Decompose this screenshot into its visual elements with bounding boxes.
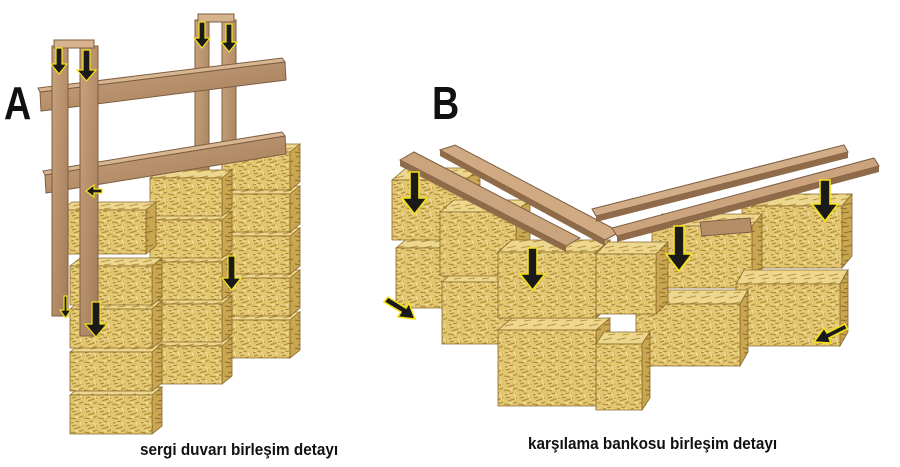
bale-side	[221, 295, 233, 343]
figure-label-a: A	[4, 77, 32, 129]
bale-side	[151, 257, 163, 306]
arrow-left-icon	[85, 183, 103, 199]
front-stud-cap	[53, 39, 95, 49]
straw-bale	[68, 386, 164, 435]
horizontal-rails-a	[37, 57, 287, 194]
bale-front	[69, 351, 153, 392]
arrow-down-icon	[220, 255, 243, 291]
bale-top	[595, 331, 651, 345]
bale-top	[735, 269, 849, 285]
arrow-down-icon	[83, 301, 109, 338]
arrow-down-icon	[810, 179, 840, 223]
bale-side	[151, 386, 163, 435]
wall-assembly-a	[37, 13, 302, 435]
front-stud-1	[51, 45, 69, 317]
bale-side	[289, 311, 301, 359]
bale-front	[149, 219, 223, 259]
arrow-down-icon	[400, 171, 429, 216]
corner-block	[699, 217, 753, 237]
bale-top	[496, 317, 612, 331]
bale-side	[221, 169, 233, 217]
top-board-right-1-edge	[596, 152, 848, 222]
arrow-diagonal-icon	[382, 295, 417, 320]
arrow-down-icon	[664, 225, 694, 273]
bale-side	[641, 330, 651, 412]
arrow-down-icon	[75, 49, 98, 82]
arrow-down-icon	[219, 23, 239, 53]
straw-bale	[148, 169, 234, 217]
straw-bale	[148, 211, 234, 259]
bale-top	[60, 201, 158, 211]
figure-label-b: B	[432, 77, 460, 129]
bale-side	[151, 343, 163, 392]
bale-side	[221, 211, 233, 259]
straw-bale	[496, 239, 612, 319]
arrow-down-icon	[58, 295, 73, 320]
load-arrows-b	[382, 171, 849, 344]
straw-bale	[496, 317, 612, 407]
load-arrows-a	[49, 21, 243, 338]
rear-stud-cap	[197, 13, 235, 23]
bale-side	[839, 268, 849, 348]
bale-side	[655, 241, 669, 315]
bale-top	[595, 241, 669, 255]
arrow-down-icon	[192, 21, 212, 49]
straw-bale	[220, 311, 302, 359]
straw-bale	[68, 343, 164, 392]
bale-front	[149, 177, 223, 217]
top-board-left-2-edge	[440, 150, 605, 246]
straw-bale	[220, 185, 302, 233]
bale-side	[289, 143, 301, 191]
bale-side	[739, 288, 749, 368]
caption-b: karşılama bankosu birleşim detayı	[528, 434, 778, 453]
bale-front	[497, 329, 597, 407]
arrow-down-icon	[49, 47, 69, 75]
straw-bale	[595, 241, 669, 315]
arrow-down-icon	[518, 247, 547, 292]
straw-bale	[595, 330, 651, 412]
top-board-left-1-edge	[400, 160, 566, 252]
bale-front	[595, 253, 657, 315]
bale-side	[145, 201, 157, 255]
bale-front	[595, 343, 643, 411]
arrow-diagonal-icon	[812, 322, 849, 344]
bale-side	[221, 337, 233, 385]
top-boards-b	[398, 144, 880, 252]
upper-rail-top	[37, 57, 286, 93]
caption-a: sergi duvarı birleşim detayı	[140, 440, 339, 459]
bale-side	[151, 300, 163, 349]
bale-side	[841, 192, 853, 270]
bale-front	[61, 209, 147, 255]
bale-front	[497, 251, 597, 319]
top-board-right-2-edge	[617, 166, 879, 242]
bale-side	[289, 269, 301, 317]
bale-side	[289, 185, 301, 233]
straw-bale	[60, 201, 158, 255]
bale-side	[289, 227, 301, 275]
lower-rail-top	[42, 131, 286, 176]
bale-front	[69, 394, 153, 435]
